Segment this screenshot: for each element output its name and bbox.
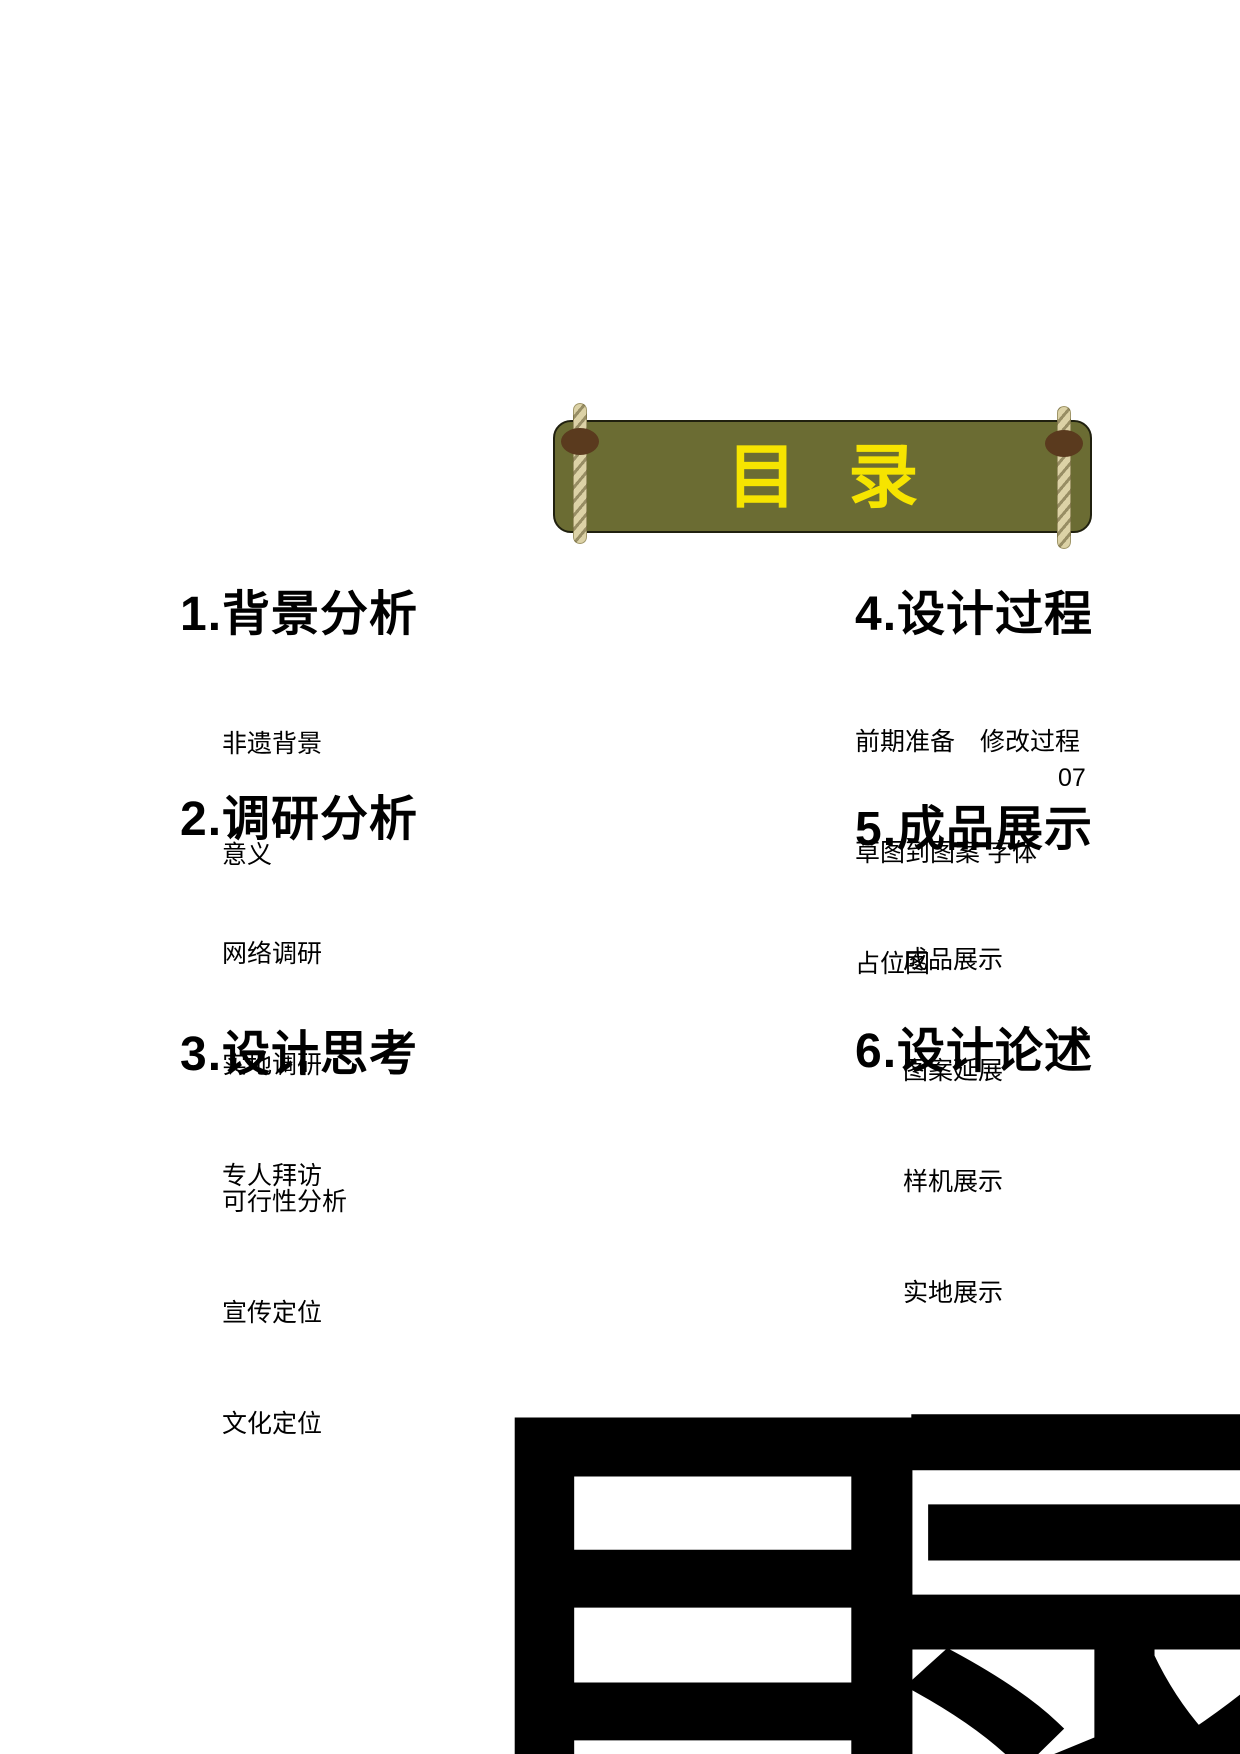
toc-item: 前期准备 修改过程 <box>855 728 1081 756</box>
toc-sublist-background-analysis: 非遗背景 意义 <box>222 652 322 948</box>
toc-item: 成品展示 <box>903 946 1004 974</box>
toc-item: 草图到图案 字体 <box>855 839 1037 867</box>
toc-heading-final-showcase: 5.成品展示 <box>855 803 1094 856</box>
toc-item: 可行性分析 <box>222 1188 348 1216</box>
toc-item: 非遗背景 <box>222 730 323 758</box>
toc-sublist-final-showcase: 成品展示 图案延展 样机展示 实地展示 <box>903 868 1003 1386</box>
contents-banner: 目 录 <box>553 420 1092 533</box>
toc-item: 宣传定位 <box>222 1299 323 1327</box>
toc-item: 图案延展 <box>903 1057 1004 1085</box>
toc-heading-design-thinking: 3.设计思考 <box>180 1028 419 1081</box>
toc-heading-research-analysis: 2.调研分析 <box>180 793 419 846</box>
watermark-mu-char: 目 <box>435 1355 995 1754</box>
knot-left-icon <box>561 428 599 455</box>
toc-item: 实地调研 <box>222 1051 323 1079</box>
toc-heading-design-process: 4.设计过程 <box>855 588 1094 641</box>
toc-item: 样机展示 <box>903 1168 1004 1196</box>
toc-item: 网络调研 <box>222 940 323 968</box>
toc-sublist-design-thinking: 可行性分析 宣传定位 文化定位 <box>222 1110 347 1517</box>
watermark-lu-char: 录 <box>845 1355 1240 1754</box>
knot-right-icon <box>1045 430 1083 457</box>
toc-heading-design-statement: 6.设计论述 <box>855 1025 1094 1078</box>
toc-sublist-design-process: 前期准备 修改过程 草图到图案 字体 占位图 <box>855 650 1080 1057</box>
toc-item: 实地展示 <box>903 1279 1004 1307</box>
toc-item: 专人拜访 <box>222 1162 323 1190</box>
toc-item: 占位图 <box>855 950 931 978</box>
toc-item: 意义 <box>222 841 273 869</box>
banner-title: 目 录 <box>726 437 935 516</box>
toc-heading-background-analysis: 1.背景分析 <box>180 588 419 641</box>
rope-right-icon <box>1057 406 1071 549</box>
rope-left-icon <box>573 403 587 544</box>
toc-item: 文化定位 <box>222 1410 323 1438</box>
page-number: 07 <box>1058 764 1086 792</box>
toc-sublist-research-analysis: 网络调研 实地调研 专人拜访 <box>222 862 322 1269</box>
